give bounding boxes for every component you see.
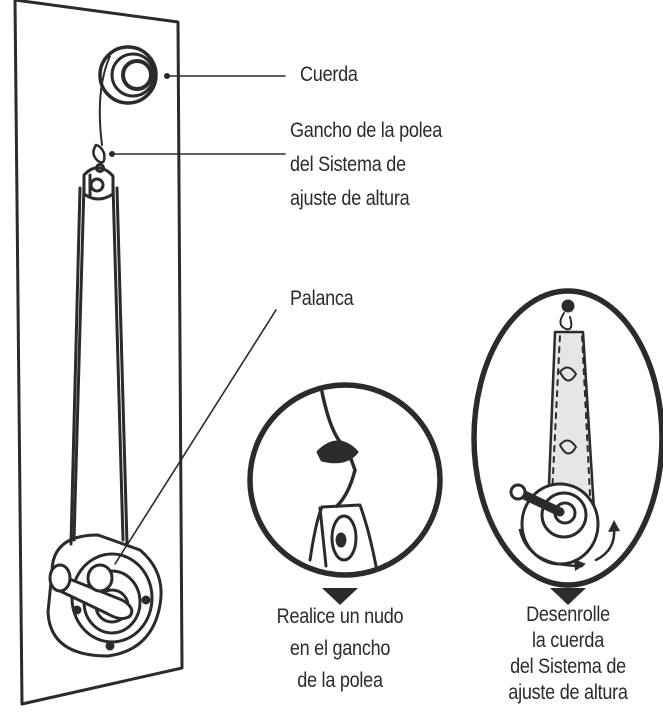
detail-circle-unroll <box>471 288 663 588</box>
caption-left-line2: en el gancho <box>289 637 391 660</box>
rope-spool <box>98 45 158 146</box>
arrow-down-left <box>322 588 358 605</box>
caption-left-line1: Realice un nudo <box>276 605 404 628</box>
wall-panel <box>13 0 184 706</box>
caption-right-line2: la cuerda <box>532 629 604 652</box>
caption-right-line4: ajuste de altura <box>508 681 628 704</box>
label-palanca: Palanca <box>290 287 354 310</box>
label-gancho-line1: Gancho de la polea <box>290 119 443 142</box>
caption-right-line3: del Sistema de <box>510 655 626 678</box>
caption-right-line1: Desenrolle <box>526 603 610 626</box>
label-gancho-line3: ajuste de altura <box>290 187 410 210</box>
caption-left-line3: de la polea <box>297 669 383 692</box>
lift-strap <box>69 183 129 546</box>
label-cuerda: Cuerda <box>300 63 358 86</box>
arrow-down-right <box>550 588 586 605</box>
winch-lever[interactable] <box>48 563 134 621</box>
label-gancho-line2: del Sistema de <box>290 153 406 176</box>
leader-lines <box>109 73 286 565</box>
detail-circle-knot <box>247 382 443 578</box>
